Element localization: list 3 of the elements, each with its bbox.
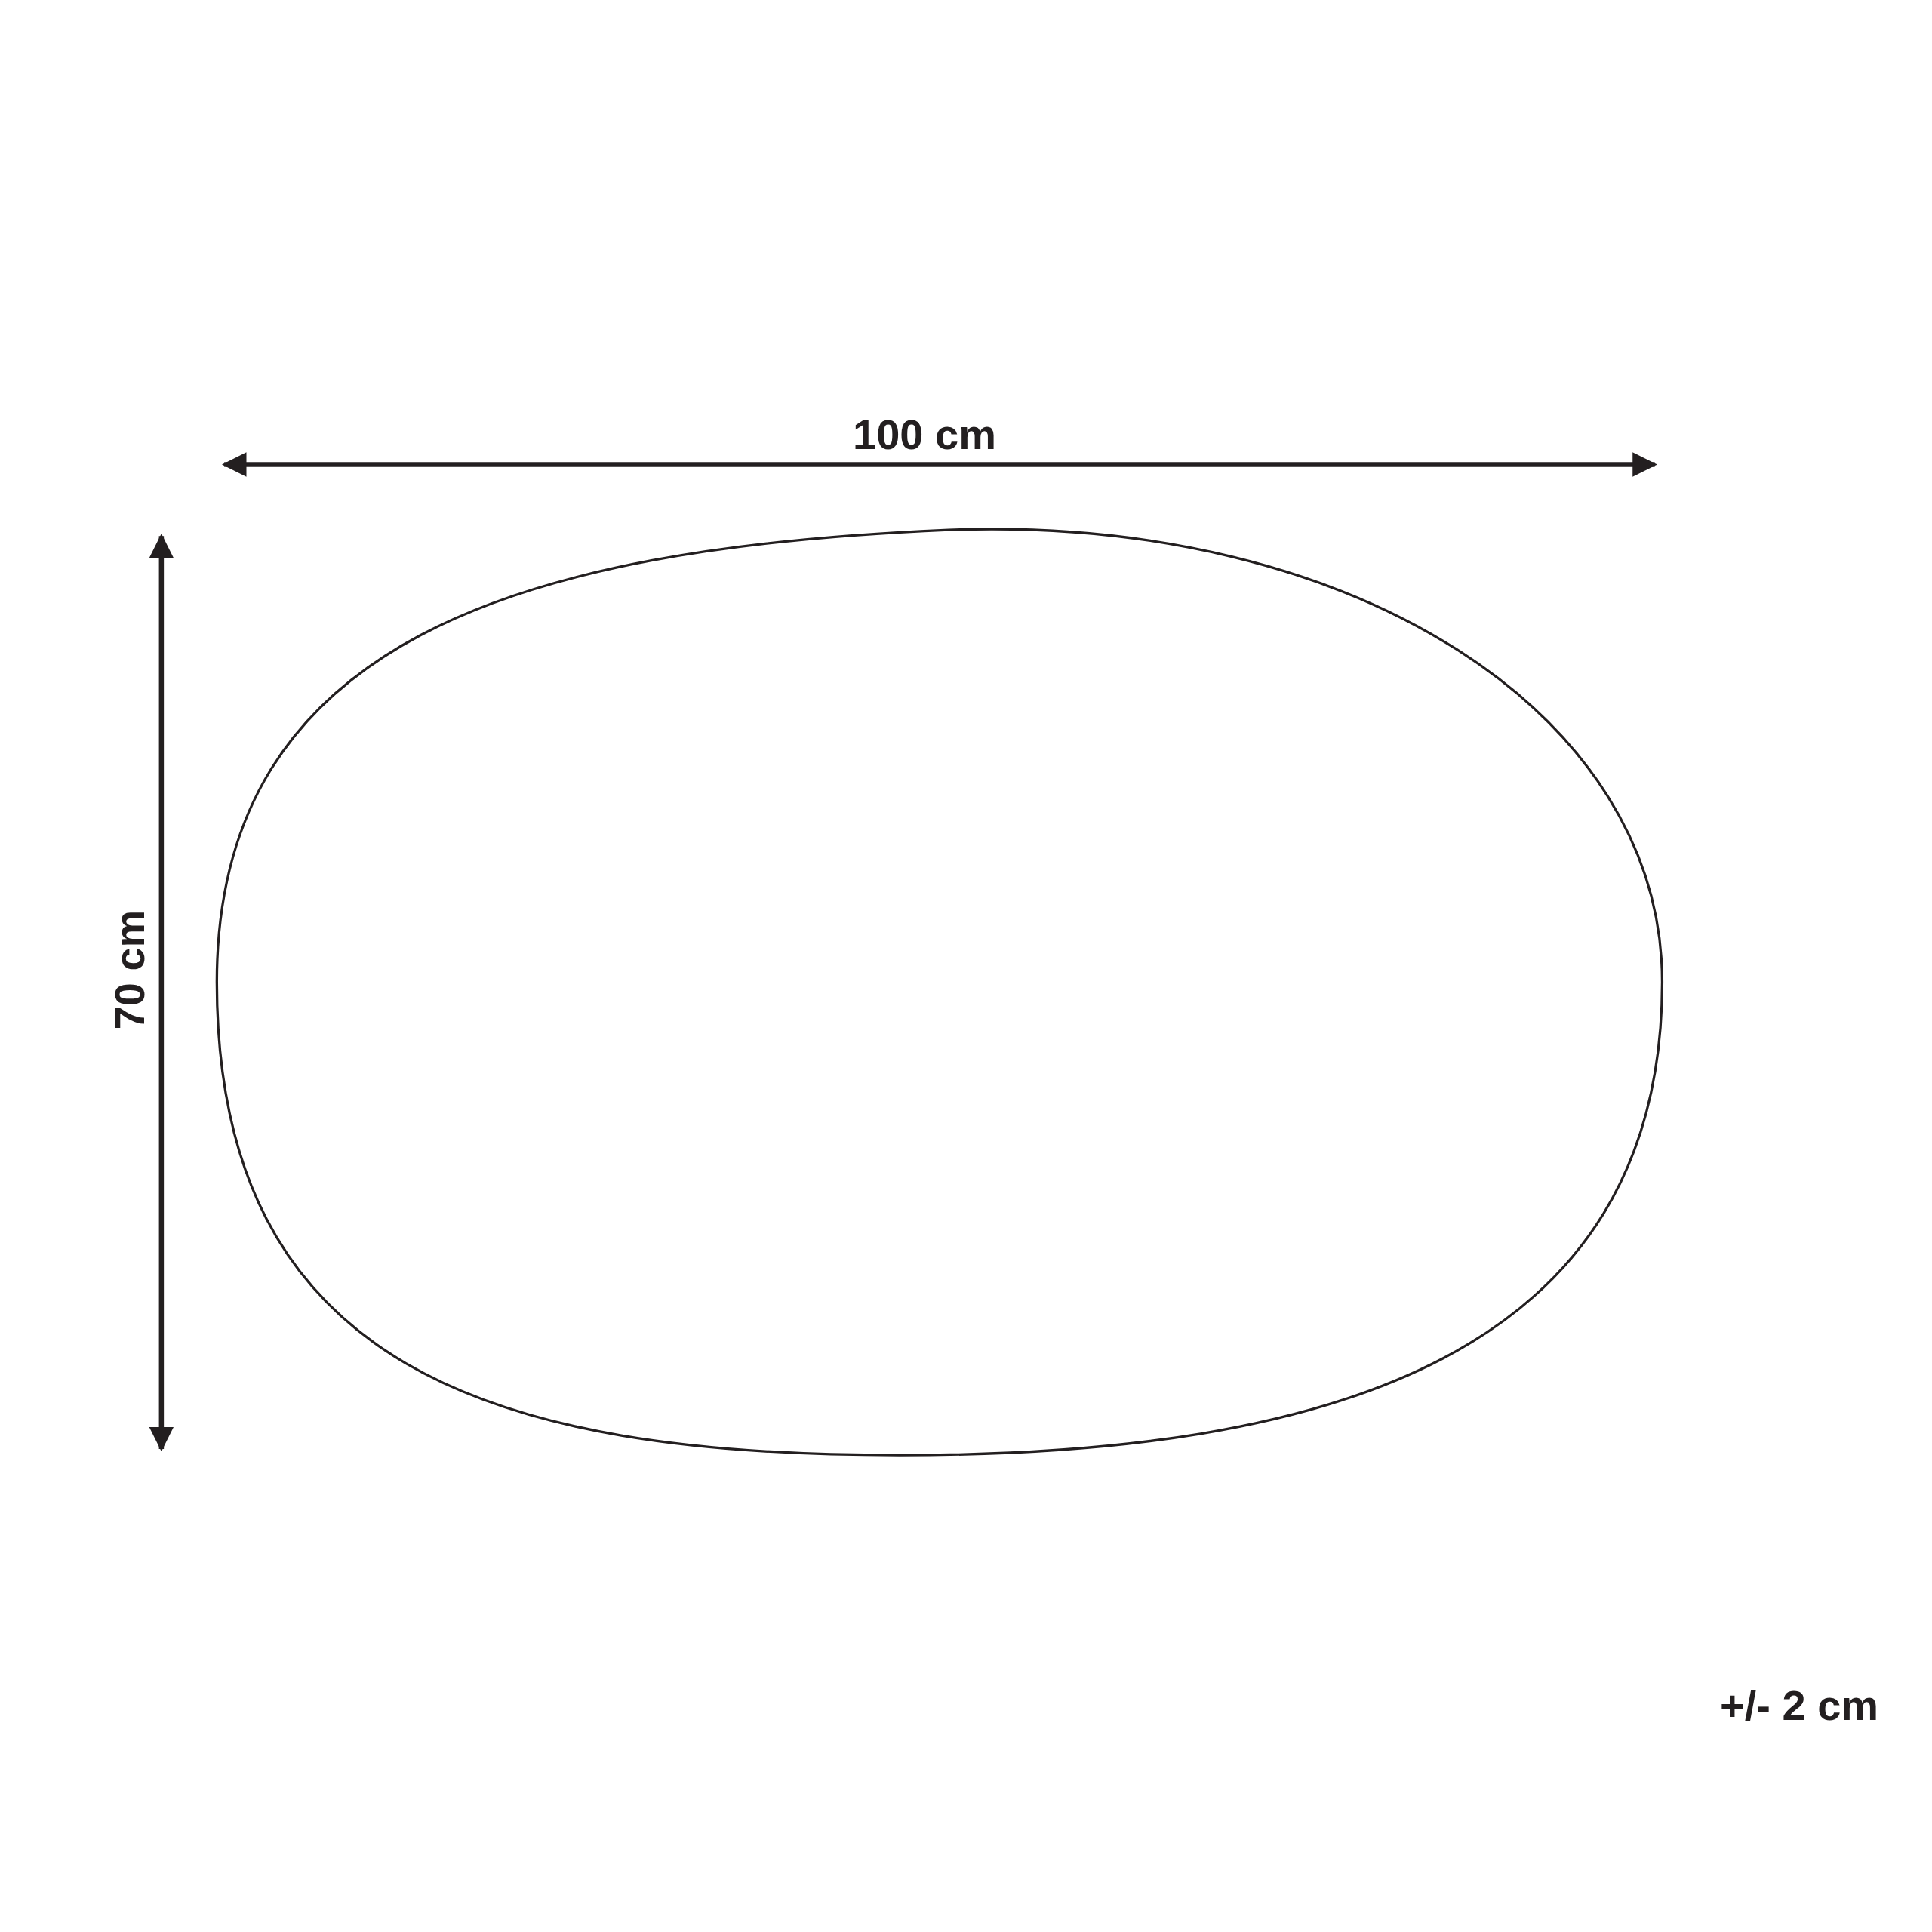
dimension-label: 70 cm (108, 909, 151, 1030)
dimension-label: 100 cm (853, 414, 996, 456)
tolerance-note: +/- 2 cm (1720, 1684, 1879, 1727)
